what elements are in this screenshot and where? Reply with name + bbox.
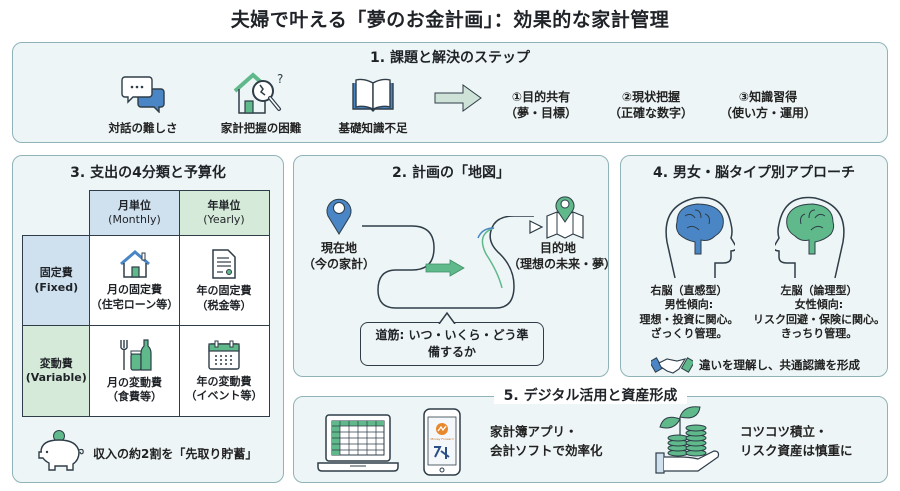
open-book-icon bbox=[352, 78, 394, 112]
digital-tools-line: 会計ソフトで効率化 bbox=[490, 442, 603, 458]
row-header-label: 変動費 bbox=[39, 356, 73, 370]
section1-title: 1. 課題と解決のステップ bbox=[370, 50, 530, 66]
house-magnifier-icon: ? bbox=[233, 72, 283, 114]
cell-label: 年の変動費 bbox=[196, 374, 252, 388]
section2-title: 2. 計画の「地図」 bbox=[392, 165, 510, 181]
groceries-icon bbox=[119, 339, 152, 371]
step-2: ②現状把握 （正確な数字） bbox=[601, 89, 701, 121]
section4-title: 4. 男女・脳タイプ別アプローチ bbox=[653, 165, 855, 181]
panel-expense-categories: 3. 支出の4分類と予算化 月単位 (Monthly) 年単位 (Yearly)… bbox=[12, 155, 284, 483]
brain-tendency: 男性傾向: bbox=[664, 298, 714, 312]
path-note-line: 道筋: いつ・いくら・どう準 bbox=[375, 328, 529, 342]
cell-sublabel: （住宅ローン等） bbox=[90, 297, 179, 311]
column-header-sublabel: (Monthly) bbox=[108, 213, 161, 226]
panel-brain-types: 4. 男女・脳タイプ別アプローチ 右脳（直感型） 男性傾向: 理想・投資に関心。… bbox=[620, 155, 888, 377]
row-header-label: 固定費 bbox=[39, 266, 73, 280]
column-header-yearly: 年単位 (Yearly) bbox=[178, 190, 270, 236]
path-note-bubble: 道筋: いつ・いくら・どう準 備するか bbox=[360, 322, 544, 366]
panel-problems-and-steps: 1. 課題と解決のステップ 対話の難しさ ? 家計把握の困難 基礎知識不足 ①目… bbox=[12, 42, 888, 143]
row-header-sublabel: (Fixed) bbox=[34, 280, 79, 294]
panel-plan-map: 2. 計画の「地図」 現在地 （今の家計） 目的地 （理想の未来・夢） 道筋: … bbox=[293, 155, 617, 377]
location-pin-icon bbox=[326, 198, 352, 235]
left-brain-description: 左脳（論理型） 女性傾向: リスク回避・保険に関心。 きっちり管理。 bbox=[749, 284, 889, 341]
calendar-icon bbox=[208, 340, 240, 370]
cell-monthly-variable: 月の変動費 （食費等） bbox=[89, 325, 180, 417]
step-1-title: ①目的共有 bbox=[511, 90, 571, 104]
start-sublabel: （今の家計） bbox=[302, 257, 375, 272]
step-1-subtitle: （夢・目標） bbox=[504, 106, 577, 121]
investment-line: リスク資産は慎重に bbox=[740, 442, 853, 458]
row-header-variable: 変動費 (Variable) bbox=[22, 325, 91, 417]
hand-coins-plant-icon bbox=[655, 406, 720, 474]
smartphone-app-icon: Money Forward bbox=[423, 408, 461, 476]
handshake-text: 違いを理解し、共通認識を形成 bbox=[699, 358, 860, 372]
step-3-subtitle: （使い方・運用） bbox=[719, 106, 816, 121]
map-pin-icon bbox=[546, 196, 584, 239]
start-location: 現在地 （今の家計） bbox=[299, 240, 379, 272]
progress-arrow-icon bbox=[425, 259, 465, 277]
column-header-monthly: 月単位 (Monthly) bbox=[89, 190, 180, 236]
step-2-title: ②現状把握 bbox=[621, 90, 681, 104]
right-arrow-icon bbox=[434, 84, 482, 112]
section5-title-text: 5. デジタル活用と資産形成 bbox=[493, 388, 688, 404]
page-title: 夫婦で叶える「夢のお金計画」：効果的な家計管理 bbox=[230, 9, 670, 31]
cell-label: 月の変動費 bbox=[107, 375, 162, 389]
section5-title: 5. デジタル活用と資産形成 bbox=[294, 385, 887, 405]
handshake-icon bbox=[651, 357, 693, 374]
investment-text: コツコツ積立・ リスク資産は慎重に bbox=[740, 423, 853, 461]
saving-tip: 収入の約2割を「先取り貯蓄」 bbox=[93, 447, 258, 461]
cell-label: 月の固定費 bbox=[107, 283, 162, 297]
step-1: ①目的共有 （夢・目標） bbox=[501, 89, 581, 121]
document-icon bbox=[212, 249, 236, 279]
chat-bubbles-icon bbox=[121, 76, 165, 113]
cell-sublabel: （イベント等） bbox=[185, 389, 263, 402]
cell-monthly-fixed: 月の固定費 （住宅ローン等） bbox=[89, 234, 180, 327]
digital-tools-text: 家計簿アプリ・ 会計ソフトで効率化 bbox=[490, 423, 603, 461]
problem-label: 家計把握の困難 bbox=[220, 121, 302, 135]
cell-yearly-fixed: 年の固定費 （税金等） bbox=[178, 234, 270, 327]
step-3: ③知識習得 （使い方・運用） bbox=[713, 89, 823, 121]
right-brain-description: 右脳（直感型） 男性傾向: 理想・投資に関心。 ざっくり管理。 bbox=[629, 284, 749, 341]
head-green-brain-icon bbox=[775, 196, 845, 279]
brain-style: きっちり管理。 bbox=[780, 326, 858, 340]
piggy-bank-icon bbox=[38, 430, 84, 471]
brain-interest: 理想・投資に関心。 bbox=[639, 312, 739, 326]
row-header-sublabel: (Variable) bbox=[25, 371, 87, 384]
path-end-arrow-icon bbox=[529, 220, 544, 234]
row-header-fixed: 固定費 (Fixed) bbox=[22, 234, 91, 327]
head-blue-brain-icon bbox=[665, 196, 735, 279]
section3-title: 3. 支出の4分類と予算化 bbox=[70, 165, 226, 181]
brain-interest: リスク回避・保険に関心。 bbox=[753, 312, 885, 326]
step-2-subtitle: （正確な数字） bbox=[608, 106, 693, 121]
brain-type-label: 左脳（論理型） bbox=[780, 284, 858, 297]
brain-type-label: 右脳（直感型） bbox=[650, 284, 728, 297]
problem-label: 基礎知識不足 bbox=[338, 121, 408, 135]
panel-digital-and-assets: 5. デジタル活用と資産形成 Money Forward 家計簿アプリ・ 会計ソ… bbox=[293, 388, 888, 483]
cell-sublabel: （税金等） bbox=[196, 298, 252, 312]
column-header-sublabel: (Yearly) bbox=[203, 213, 245, 226]
investment-line: コツコツ積立・ bbox=[740, 424, 828, 439]
goal-location: 目的地 （理想の未来・夢） bbox=[508, 240, 617, 272]
step-3-title: ③知識習得 bbox=[738, 90, 798, 104]
phone-app-label: Money Forward bbox=[431, 437, 454, 441]
house-icon bbox=[119, 250, 150, 278]
column-header-label: 年単位 bbox=[207, 198, 241, 212]
brain-style: ざっくり管理。 bbox=[650, 326, 728, 340]
bubble-pointer bbox=[438, 311, 456, 324]
brain-tendency: 女性傾向: bbox=[794, 298, 844, 312]
svg-text:?: ? bbox=[277, 72, 283, 86]
cell-label: 年の固定費 bbox=[196, 284, 252, 298]
path-note-line: 備するか bbox=[427, 345, 476, 360]
laptop-spreadsheet-icon bbox=[317, 414, 399, 472]
problem-label: 対話の難しさ bbox=[108, 121, 178, 135]
goal-sublabel: （理想の未来・夢） bbox=[508, 257, 617, 272]
cell-yearly-variable: 年の変動費 （イベント等） bbox=[178, 325, 270, 417]
digital-tools-line: 家計簿アプリ・ bbox=[490, 424, 578, 439]
start-label: 現在地 bbox=[320, 241, 357, 255]
column-header-label: 月単位 bbox=[118, 198, 151, 212]
winding-path bbox=[362, 216, 534, 309]
cell-sublabel: （食費等） bbox=[107, 390, 162, 403]
goal-label: 目的地 bbox=[539, 241, 576, 255]
